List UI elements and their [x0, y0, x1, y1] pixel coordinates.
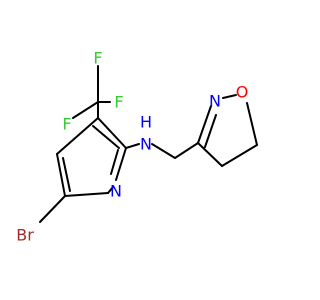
bond-c3iso-n-double [204, 114, 217, 148]
bond-group [39, 65, 258, 223]
bond-c4-c5-double [62, 157, 71, 192]
pyridine-n-label: N [110, 182, 122, 201]
bond-c3iso-n [197, 105, 212, 144]
structure-svg: Br N N H N O F F F [16, 49, 258, 245]
bond-c2-n1-double [110, 149, 119, 175]
bond-c5iso-c4iso [221, 144, 258, 167]
isoxazoline-n-label: N [209, 92, 221, 111]
bond-c6-n1 [107, 186, 114, 194]
bond-c5-c6 [64, 192, 109, 197]
bond-nh-ch2 [151, 143, 176, 159]
bond-c3-c4 [56, 117, 99, 155]
fluorine-left-label: F [62, 115, 71, 134]
bond-c3-c2 [97, 117, 127, 149]
br-atom-label: Br [16, 226, 34, 245]
bond-c4iso-c3iso [197, 142, 223, 167]
amine-h-label: H [140, 113, 152, 132]
bond-o-c5iso [246, 102, 258, 146]
bond-c4-c5 [56, 153, 66, 197]
bond-c3-c2-double [92, 125, 120, 149]
bond-ch2-c3iso [174, 142, 199, 159]
isoxazoline-o-label: O [236, 83, 249, 102]
bond-c2-nh [125, 143, 140, 149]
molecule-diagram: Br N N H N O F F F [16, 48, 258, 245]
bond-c2-n1 [115, 147, 127, 181]
bond-cf3-fleft [72, 101, 99, 119]
fluorine-right-label: F [114, 93, 123, 112]
bond-n-o [222, 94, 237, 99]
amine-n-label: N [140, 135, 152, 154]
bond-c5-br [39, 195, 66, 223]
atom-label-group: Br N N H N O F F F [16, 49, 248, 245]
fluorine-top-label: F [93, 49, 102, 68]
